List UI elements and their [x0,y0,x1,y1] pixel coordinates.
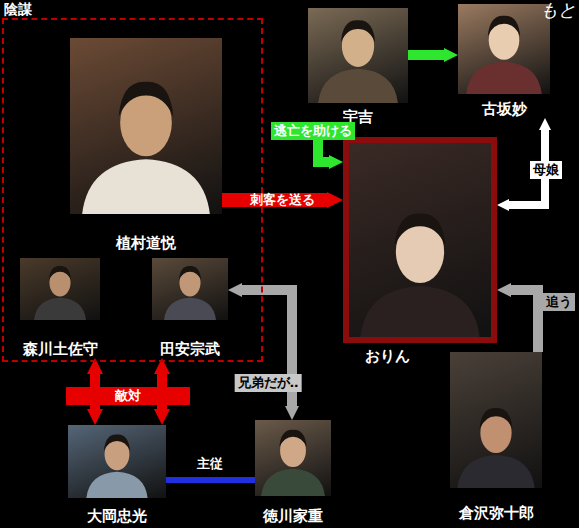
portrait-silhouette [308,8,408,103]
character-box: 森川土佐守 [20,258,100,358]
character-name: 田安宗武 [152,340,228,358]
portrait-silhouette [458,4,550,94]
relation-arrow [222,193,343,207]
character-name: 森川土佐守 [20,340,100,358]
character-box: 宇吉 [308,8,408,126]
portrait-photo [450,352,542,488]
relation-arrow [497,290,538,352]
character-box: おりん [343,137,497,343]
portrait-photo [70,38,222,214]
relation-label: 逃亡を助ける [271,122,355,140]
portrait-silhouette [70,38,222,214]
relation-label: 敵対 [66,387,190,405]
portrait-silhouette [450,352,542,488]
character-name: おりん [365,347,410,365]
logo-text: もと [540,0,576,20]
relation-arrow [166,477,255,483]
portrait-silhouette [349,143,491,337]
character-name: 倉沢弥十郎 [450,504,542,522]
character-box: 田安宗武 [152,258,228,358]
character-box: 古坂妙 [458,4,550,118]
character-box: 大岡忠光 [68,425,166,525]
relation-label: 追う [543,293,575,311]
portrait-photo [68,425,166,498]
portrait-photo [152,258,228,320]
portrait-silhouette [20,258,100,320]
portrait-photo [308,8,408,103]
portrait-photo [349,143,491,337]
group-heading: 陰謀 [4,0,32,18]
portrait-silhouette [255,420,331,496]
relation-arrow [408,50,458,60]
relation-label: 兄弟だが‥ [235,374,302,392]
relation-label: 母娘 [530,161,562,179]
portrait-photo [255,420,331,496]
character-box: 徳川家重 [255,420,331,525]
relation-label: 主従 [197,456,223,472]
character-box: 植村道悦 [70,38,222,252]
group-box: 陰謀植村道悦森川土佐守田安宗武 [2,18,263,362]
portrait-silhouette [68,425,166,498]
portrait-photo [458,4,550,94]
portrait-silhouette [152,258,228,320]
character-name: 大岡忠光 [68,507,166,525]
relation-arrow [228,290,292,420]
character-box: 倉沢弥十郎 [450,352,542,522]
character-name: 植村道悦 [70,234,222,252]
relation-label: 刺客を送る [250,192,315,208]
character-name: 古坂妙 [458,100,550,118]
character-name: 徳川家重 [255,507,331,525]
portrait-photo [20,258,100,320]
